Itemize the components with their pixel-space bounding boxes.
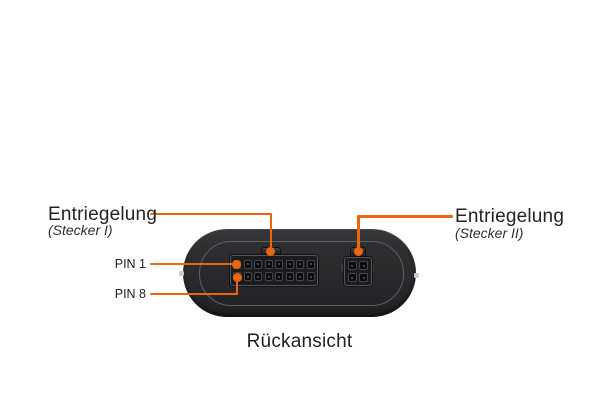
label-pin8: PIN 8	[114, 287, 146, 301]
right-edge-notch	[414, 273, 419, 278]
connector-4pin	[344, 257, 372, 286]
label-release-stecker2-title: Entriegelung	[455, 206, 565, 227]
pin-socket	[243, 272, 252, 282]
pin-socket	[359, 273, 369, 282]
pin-socket	[296, 259, 305, 269]
callout-line-release1-h	[150, 212, 271, 215]
label-release-stecker2-subtitle: (Stecker II)	[455, 225, 524, 241]
pin-socket	[306, 259, 315, 269]
callout-line-release1-v	[269, 212, 272, 252]
pin-socket	[254, 272, 263, 282]
callout-dot-release2	[354, 247, 363, 256]
pin-socket	[275, 272, 284, 282]
pin-socket	[275, 259, 284, 269]
callout-dot-pin1	[231, 259, 241, 269]
callout-line-release2-v	[357, 215, 360, 251]
pin-socket	[254, 259, 263, 269]
connector-16pin	[230, 255, 318, 286]
connector2-key-right	[371, 264, 374, 271]
callout-line-release2-h	[357, 215, 453, 218]
pin-socket	[347, 273, 357, 282]
callout-line-pin8-v	[235, 278, 238, 295]
pin-socket	[285, 259, 294, 269]
callout-line-pin1	[150, 262, 235, 266]
callout-line-pin8-h	[150, 292, 238, 296]
pin-socket	[347, 261, 357, 270]
pin-socket	[264, 259, 273, 269]
pin-socket	[285, 272, 294, 282]
label-pin1: PIN 1	[114, 257, 146, 271]
label-release-stecker1-subtitle: (Stecker I)	[48, 222, 113, 238]
label-release-stecker1-title: Entriegelung	[48, 204, 158, 225]
pin-socket	[359, 261, 369, 270]
callout-dot-release1	[266, 247, 275, 256]
pin-socket	[306, 272, 315, 282]
pin-socket	[243, 259, 252, 269]
left-edge-notch	[179, 271, 184, 276]
diagram-caption: Rückansicht	[246, 331, 353, 352]
callout-dot-pin8	[232, 273, 242, 282]
pin-socket	[264, 272, 273, 282]
connector2-key-left	[341, 264, 344, 271]
pin-socket	[296, 272, 305, 282]
